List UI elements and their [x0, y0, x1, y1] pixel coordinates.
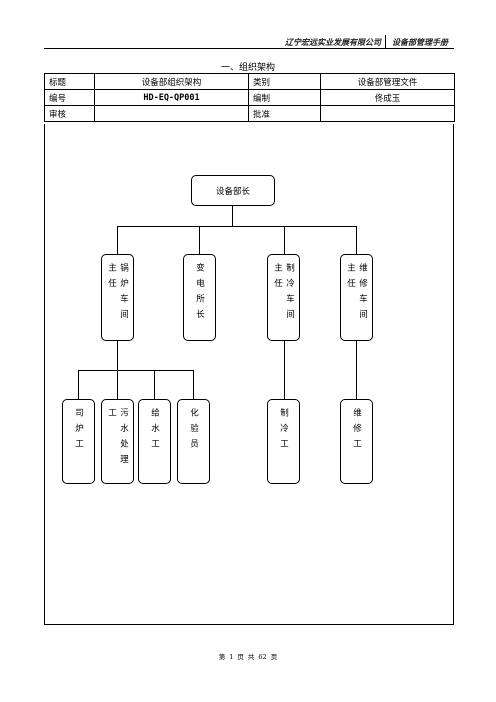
category-label: 类别 — [248, 73, 321, 90]
org-node-stoker: 司炉工 — [62, 399, 95, 484]
company-name: 辽宁宏远实业发展有限公司 — [285, 37, 381, 47]
footer-total-prefix: 共 — [247, 653, 255, 661]
org-chart: 设备部长 锅炉车间主任 变电所长 制冷车间主任 维修车间主任 司炉工 污水处理工… — [44, 124, 454, 625]
connector-level2-bar — [117, 226, 356, 227]
footer-page-number: 1 — [229, 653, 234, 661]
org-node-label: 制冷车间主任 — [272, 263, 295, 325]
table-row: 审核 批准 — [44, 105, 455, 122]
header-rule — [44, 48, 454, 49]
table-row: 编号 HD-EQ-QP001 编制 佟成玉 — [44, 89, 455, 106]
org-node-label: 化验员 — [188, 408, 199, 455]
org-node-maintenance-manager: 维修车间主任 — [340, 254, 373, 341]
org-node-label: 司炉工 — [73, 408, 84, 455]
footer-total-pages: 62 — [258, 653, 267, 661]
number-label: 编号 — [44, 89, 95, 106]
footer-page-word: 页 — [237, 653, 244, 661]
org-node-label: 维修车间主任 — [345, 263, 368, 325]
org-node-label: 污水处理工 — [106, 408, 129, 470]
title-value: 设备部组织架构 — [94, 73, 249, 90]
connector-level3-bar — [78, 370, 193, 371]
connector-substation-up — [199, 226, 200, 254]
connector-stoker-up — [78, 370, 79, 399]
approve-value — [320, 105, 455, 122]
manual-name: 设备部管理手册 — [392, 37, 448, 47]
connector-maintenance-down — [356, 341, 357, 399]
org-node-sewage-worker: 污水处理工 — [101, 399, 134, 484]
connector-boiler-up — [117, 226, 118, 254]
page-header: 辽宁宏远实业发展有限公司 设备部管理手册 — [271, 34, 448, 48]
org-node-root: 设备部长 — [191, 175, 275, 206]
connector-lab-up — [193, 370, 194, 399]
section-title: 一、组织架构 — [220, 63, 275, 73]
org-node-maintenance-worker: 维修工 — [340, 399, 373, 484]
connector-refrigeration-down — [284, 341, 285, 399]
connector-boiler-down — [117, 341, 118, 370]
connector-water-up — [154, 370, 155, 399]
review-label: 审核 — [44, 105, 95, 122]
footer-total-word: 页 — [270, 653, 278, 661]
author-label: 编制 — [248, 89, 321, 106]
header-separator — [385, 35, 386, 48]
footer-page-prefix: 第 — [218, 653, 226, 661]
connector-maintenance-up — [356, 226, 357, 254]
org-node-boiler-manager: 锅炉车间主任 — [101, 254, 134, 341]
org-node-water-worker: 给水工 — [138, 399, 171, 484]
org-node-label: 维修工 — [351, 408, 362, 455]
org-node-refrigeration-worker: 制冷工 — [267, 399, 300, 484]
org-node-label: 制冷工 — [278, 408, 289, 455]
org-node-label: 锅炉车间主任 — [106, 263, 129, 325]
category-value: 设备部管理文件 — [320, 73, 455, 90]
org-node-lab-technician: 化验员 — [177, 399, 210, 484]
org-node-substation-head: 变电所长 — [183, 254, 216, 341]
connector-root-down — [232, 206, 233, 226]
org-node-label: 变电所长 — [194, 263, 205, 325]
connector-sewage-up — [117, 370, 118, 399]
document-info-table: 标题 设备部组织架构 类别 设备部管理文件 编号 HD-EQ-QP001 编制 … — [44, 73, 455, 122]
review-value — [94, 105, 249, 122]
table-row: 标题 设备部组织架构 类别 设备部管理文件 — [44, 73, 455, 90]
approve-label: 批准 — [248, 105, 321, 122]
title-label: 标题 — [44, 73, 95, 90]
author-value: 佟成玉 — [320, 89, 455, 106]
connector-refrigeration-up — [284, 226, 285, 254]
org-node-label: 设备部长 — [215, 186, 250, 197]
number-value: HD-EQ-QP001 — [94, 89, 249, 106]
org-node-refrigeration-manager: 制冷车间主任 — [267, 254, 300, 341]
org-node-label: 给水工 — [149, 408, 160, 455]
